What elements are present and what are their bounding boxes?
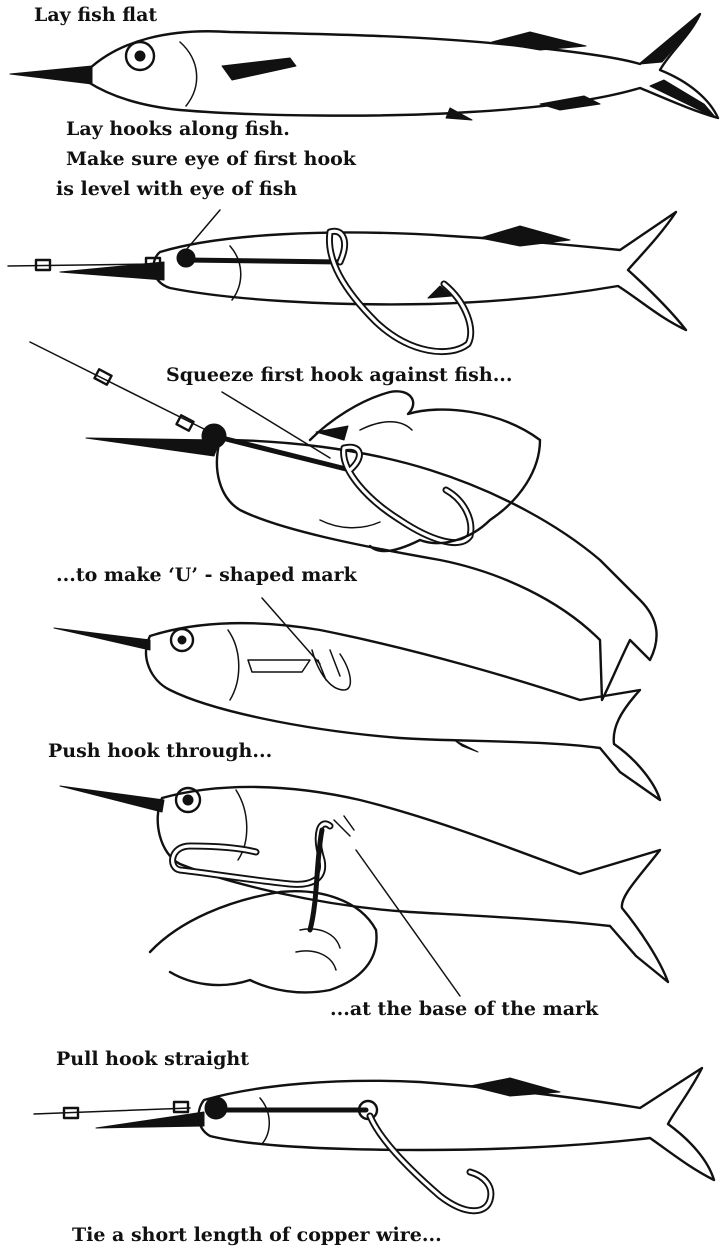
u-mark	[312, 650, 350, 690]
fish-2-body	[153, 212, 686, 330]
hook-shank-2	[186, 260, 340, 262]
hook-5	[173, 824, 330, 884]
fish-2-gill	[230, 246, 241, 300]
caption-lay-hooks-line1: Lay hooks along fish.	[66, 116, 290, 142]
hooks-along-fish-illustration	[8, 210, 686, 352]
fish-1-dorsal-fin	[492, 32, 586, 50]
fish-4-bill	[54, 628, 150, 650]
hand-3-finger	[360, 422, 412, 430]
hook-shank-3	[214, 436, 350, 470]
fish-5-bill	[60, 786, 164, 812]
caption-lay-fish-flat: Lay fish flat	[34, 2, 157, 28]
crimp-3a	[94, 369, 111, 384]
fish-1-pelvic-fin	[446, 108, 472, 120]
fish-flat-illustration	[10, 14, 718, 120]
fish-6-bill	[96, 1112, 204, 1128]
fish-3-bill	[86, 438, 220, 456]
straight-hook-illustration	[34, 1068, 714, 1211]
fish-4-body	[146, 623, 660, 800]
fish-6-dorsal-fin	[470, 1078, 560, 1096]
fish-5-pupil	[183, 795, 193, 805]
hook-6-highlight	[370, 1116, 491, 1211]
pointer-line-2	[186, 210, 220, 250]
caption-base-of-mark: ...at the base of the mark	[330, 996, 598, 1022]
fish-4-gill	[228, 630, 239, 700]
fish-1-pupil	[135, 51, 145, 61]
caption-lay-hooks-line3: is level with eye of fish	[56, 176, 297, 202]
push-hook-illustration	[60, 786, 668, 996]
hook-6	[370, 1116, 491, 1211]
u-mark-illustration	[54, 598, 660, 800]
hand-5-fingers	[296, 929, 340, 970]
fish-4-pupil	[178, 636, 186, 644]
caption-squeeze-hook: Squeeze first hook against fish...	[166, 362, 513, 388]
caption-u-shaped-mark: ...to make ‘U’ - shaped mark	[56, 562, 357, 588]
thumbnail-3	[316, 426, 348, 440]
fish-1-body	[88, 14, 718, 118]
caption-pull-hook-straight: Pull hook straight	[56, 1046, 249, 1072]
hand-5	[150, 891, 377, 992]
caption-copper-wire: Tie a short length of copper wire...	[72, 1222, 442, 1248]
fish-3-underside	[320, 520, 380, 528]
fish-1-gill	[180, 42, 197, 106]
squeeze-hook-illustration	[30, 342, 657, 700]
fish-5-body	[158, 787, 668, 982]
fish-4-pectoral-fin	[248, 660, 310, 672]
caption-lay-hooks-line2: Make sure eye of first hook	[66, 146, 356, 172]
fish-1-pectoral-fin	[222, 58, 296, 80]
leader-6	[34, 1108, 190, 1114]
fish-1-bill	[10, 66, 92, 84]
pointer-line-4	[262, 598, 320, 664]
pointer-line-3	[222, 392, 330, 458]
caption-push-hook: Push hook through...	[48, 738, 272, 764]
crimp-6b	[174, 1102, 188, 1112]
fish-6-body	[199, 1068, 714, 1180]
u-mark-5	[334, 816, 354, 836]
fish-6-gill	[260, 1098, 269, 1144]
